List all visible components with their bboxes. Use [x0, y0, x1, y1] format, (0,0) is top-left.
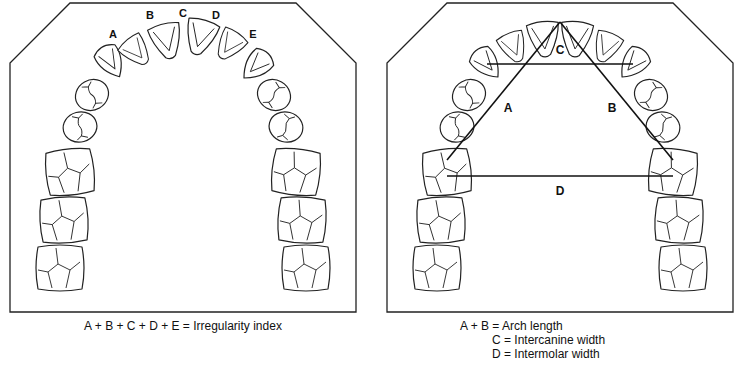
arch-length-line [447, 22, 560, 160]
incisor [588, 28, 625, 66]
measurement-letter: C [178, 8, 188, 19]
incisor [180, 16, 221, 59]
intermolar-line [447, 175, 673, 177]
measurement-letter: B [607, 102, 618, 114]
molar [659, 245, 707, 291]
molar [413, 245, 461, 291]
measurement-lines [447, 22, 673, 176]
premolar [643, 108, 684, 146]
measurement-letter: B [145, 10, 155, 21]
molar [647, 147, 700, 198]
molar [270, 147, 323, 198]
intercanine-line [487, 63, 633, 65]
premolar [266, 108, 307, 146]
caption-text: A + B + C + D + E = Irregularity index [84, 320, 282, 334]
incisor [210, 25, 250, 65]
premolar [70, 74, 114, 117]
molar [277, 196, 327, 244]
caption-text: C = Intercanine width [492, 334, 605, 348]
premolar [437, 108, 478, 146]
cast-outline [387, 3, 733, 312]
measurement-letter: A [503, 102, 514, 114]
arch-length-line [560, 22, 673, 160]
incisor [147, 20, 187, 62]
caption-text: D = Intermolar width [492, 348, 600, 362]
measurement-letter: D [211, 10, 221, 21]
measurement-letter: A [108, 29, 118, 40]
premolar [60, 108, 101, 146]
measurement-letter: D [555, 185, 566, 197]
caption-text: A + B = Arch length [460, 320, 563, 334]
premolar [629, 74, 673, 117]
left-cast [10, 3, 356, 312]
incisor [495, 28, 532, 66]
measurement-letter: E [248, 29, 257, 40]
cast-outline [10, 3, 356, 312]
molar [654, 196, 704, 244]
molar [36, 245, 84, 291]
measurement-letter: C [555, 44, 566, 56]
molar [416, 196, 466, 244]
right-cast [387, 3, 733, 312]
premolar [252, 74, 296, 117]
molar [39, 196, 89, 244]
premolar [447, 74, 491, 117]
molar [44, 147, 97, 198]
molar [282, 245, 330, 291]
molar [421, 147, 474, 198]
